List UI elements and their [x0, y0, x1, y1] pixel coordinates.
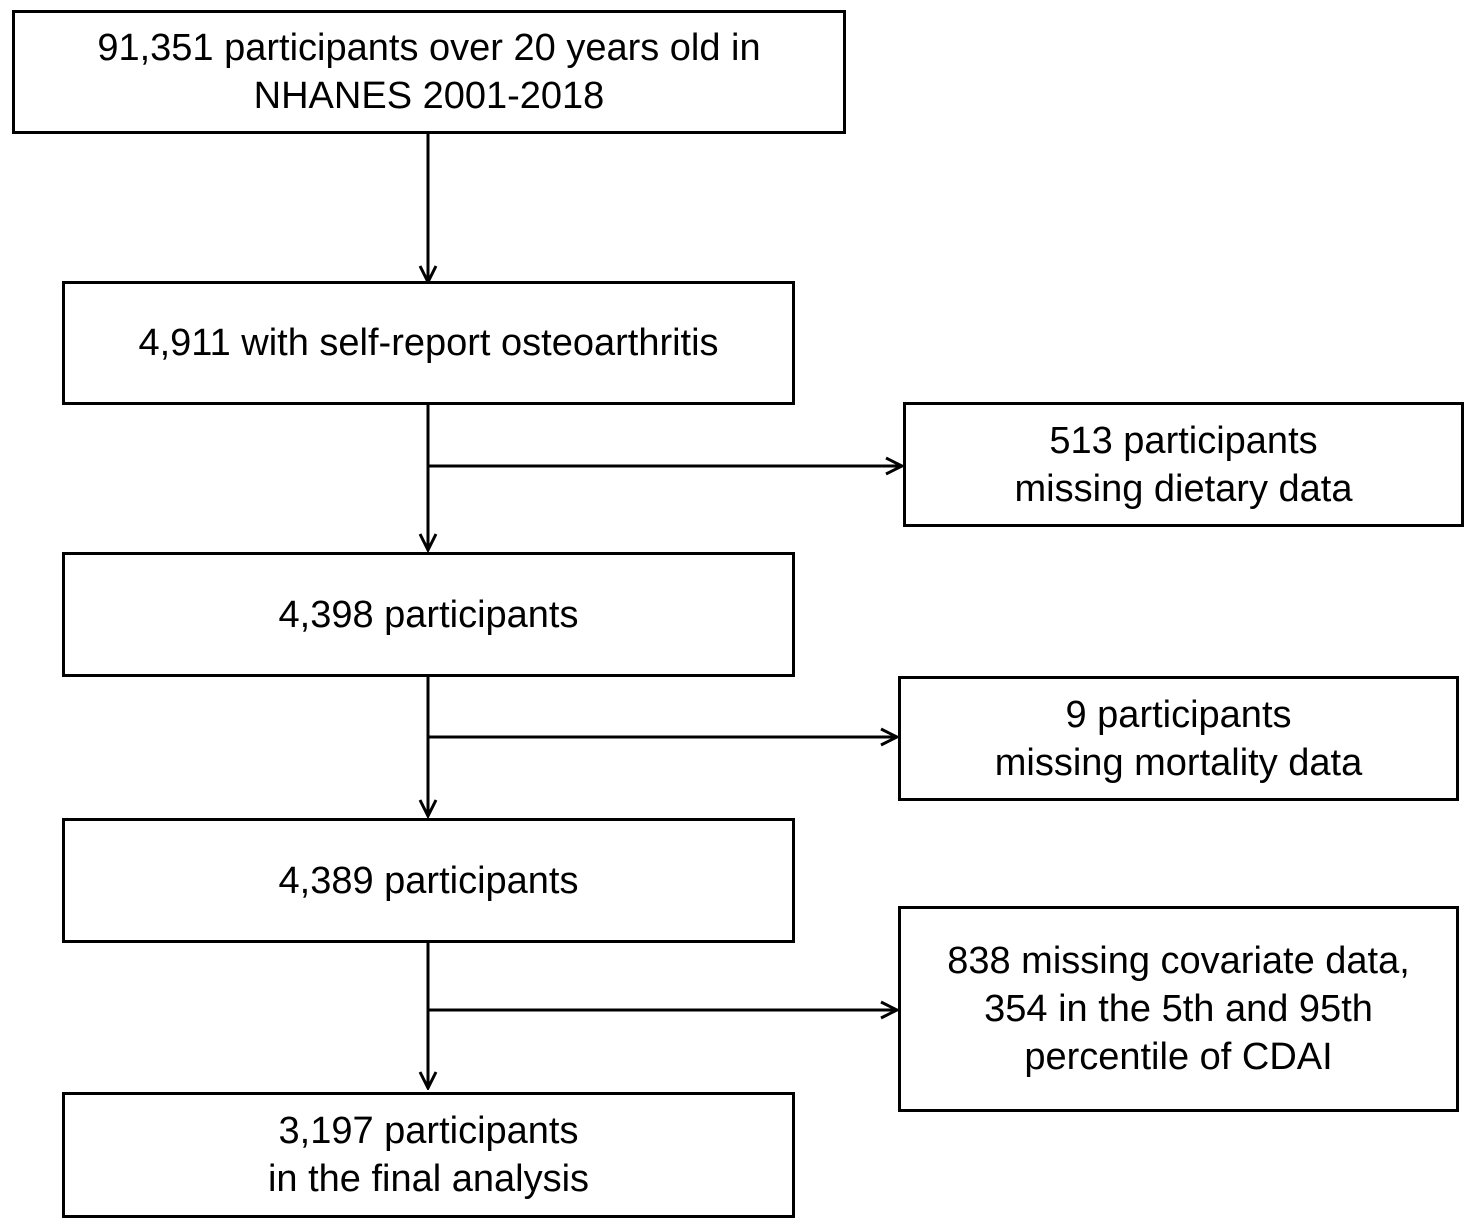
- step-box-initial-population: 91,351 participants over 20 years old in…: [12, 10, 846, 134]
- step-box-osteoarthritis: 4,911 with self-report osteoarthritis: [62, 281, 795, 405]
- step-text: 4,398 participants: [278, 593, 579, 636]
- exclusion-box-dietary: 513 participants missing dietary data: [903, 402, 1464, 527]
- step-text: 3,197 participants: [278, 1110, 579, 1152]
- exclusion-text: 513 participants: [1049, 419, 1318, 462]
- step-text: NHANES 2001-2018: [253, 75, 605, 117]
- exclusion-text: missing dietary data: [1014, 467, 1353, 510]
- step-text: 4,911 with self-report osteoarthritis: [138, 322, 719, 364]
- exclusion-text: 354 in the 5th and 95th: [984, 988, 1373, 1030]
- exclusion-text: percentile of CDAI: [1024, 1036, 1333, 1078]
- step-text: 4,389 participants: [278, 859, 579, 902]
- step-box-after-dietary: 4,398 participants: [62, 552, 795, 677]
- step-box-after-mortality: 4,389 participants: [62, 818, 795, 943]
- step-box-final-analysis: 3,197 participants in the final analysis: [62, 1092, 795, 1218]
- exclusion-box-mortality: 9 participants missing mortality data: [898, 676, 1459, 801]
- exclusion-text: 838 missing covariate data,: [947, 940, 1410, 982]
- step-text: 91,351 participants over 20 years old in: [97, 27, 761, 69]
- exclusion-text: missing mortality data: [994, 741, 1363, 784]
- step-text: in the final analysis: [267, 1158, 590, 1200]
- exclusion-box-covariates: 838 missing covariate data, 354 in the 5…: [898, 906, 1459, 1112]
- exclusion-text: 9 participants: [1065, 693, 1292, 736]
